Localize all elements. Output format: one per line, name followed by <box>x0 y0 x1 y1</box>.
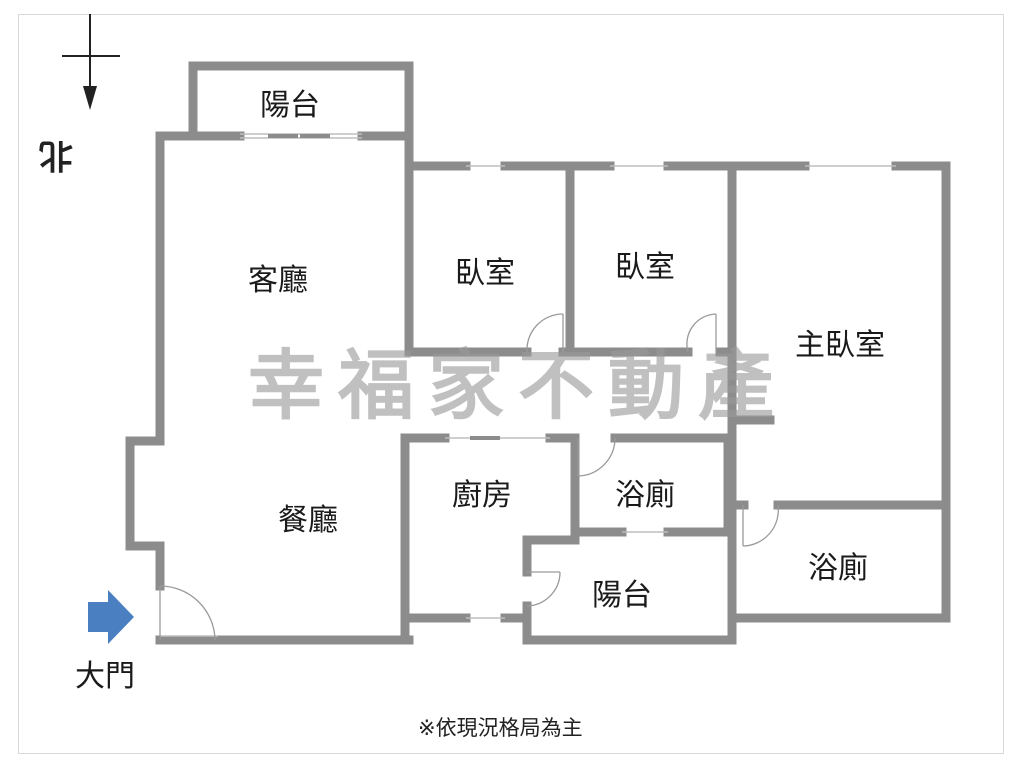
door-arc <box>686 313 717 353</box>
door-arc <box>526 313 564 353</box>
room-label-master-bedroom: 主臥室 <box>795 328 885 363</box>
room-label-kitchen: 廚房 <box>452 478 512 513</box>
north-arrow-head <box>83 86 97 110</box>
room-label-bathroom-2: 浴廁 <box>808 551 868 586</box>
room-label-living-room: 客廳 <box>248 263 308 298</box>
room-label-bedroom-1: 臥室 <box>455 256 515 291</box>
door-arc <box>577 437 616 477</box>
layout-note: ※依現況格局為主 <box>418 716 583 740</box>
walls <box>125 61 951 645</box>
room-labels: 陽台 客廳 臥室 臥室 主臥室 餐廳 廚房 浴廁 浴廁 陽台 <box>248 88 885 613</box>
room-label-bedroom-2: 臥室 <box>615 250 675 285</box>
north-label: 北 <box>39 135 73 175</box>
room-label-balcony-top: 陽台 <box>260 88 320 123</box>
room-label-bathroom-1: 浴廁 <box>615 478 675 513</box>
room-label-balcony-bottom: 陽台 <box>592 578 652 613</box>
entrance: 大門 <box>75 590 135 694</box>
watermark: 幸福家不動產 <box>248 341 788 430</box>
entrance-arrow-icon <box>88 590 134 644</box>
sliding-door-marks <box>268 134 500 440</box>
door-arc <box>159 585 216 641</box>
floor-plan-frame <box>18 14 1004 754</box>
door-arc <box>526 571 561 607</box>
room-label-dining-room: 餐廳 <box>278 503 338 538</box>
north-arrow: 北 <box>39 14 120 175</box>
entrance-label: 大門 <box>75 659 135 694</box>
door-arc <box>742 504 779 547</box>
door-swings <box>159 313 779 641</box>
